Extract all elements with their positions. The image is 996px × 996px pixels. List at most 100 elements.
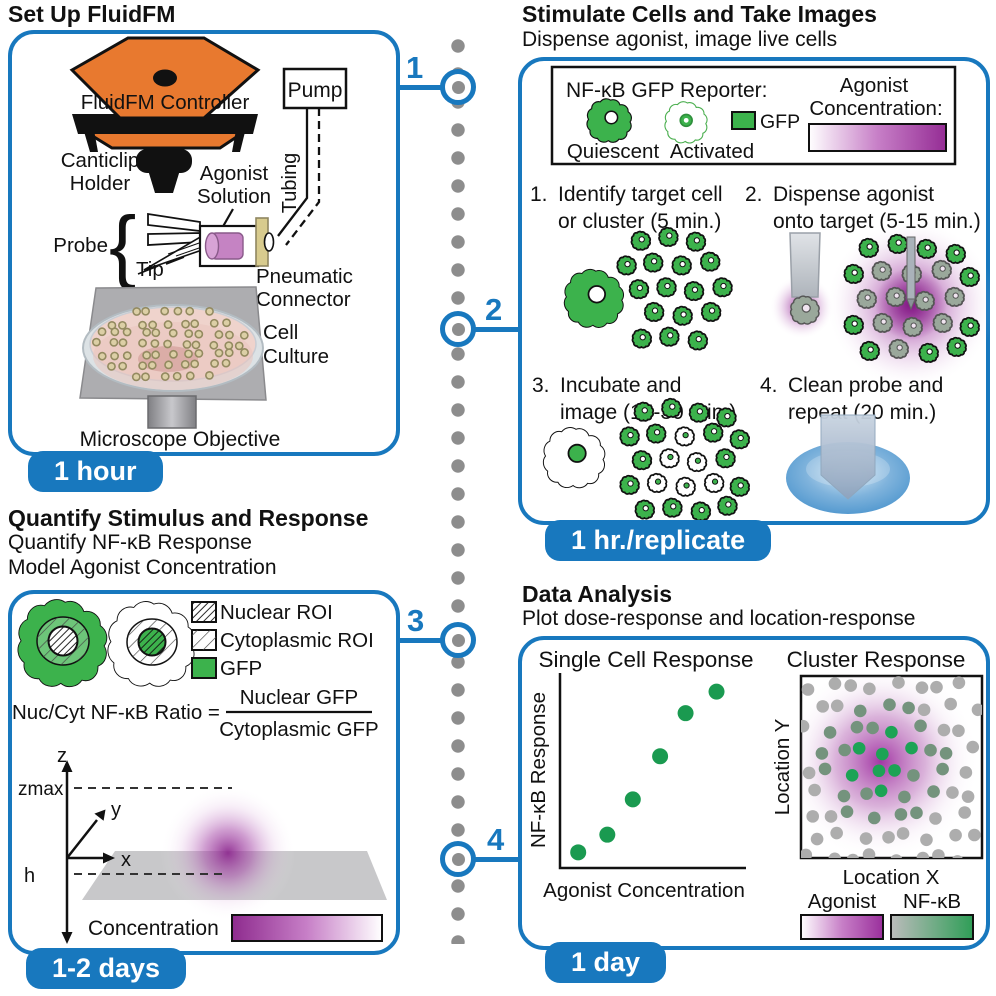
- cell-glyph: [644, 302, 665, 322]
- cell-glyph: [716, 407, 737, 428]
- x-axis-label: x: [121, 849, 131, 871]
- cell-glyph: [687, 330, 708, 351]
- probe-on-cell-icon: [789, 232, 821, 298]
- analysis-plots: Single Cell Response Cluster Response NF…: [527, 647, 984, 940]
- quantify-subtitle-1: Quantify NF-κB Response: [8, 531, 252, 554]
- agonist-conc-label-1: Agonist: [840, 74, 909, 97]
- agonist-solution-label-2: Solution: [197, 185, 271, 208]
- tubing-label: Tubing: [279, 153, 301, 213]
- cell-glyph: [715, 448, 736, 469]
- cell-glyph: [871, 261, 892, 281]
- cell-glyph: [856, 289, 877, 309]
- timeline-step-number-3: 3: [407, 603, 425, 638]
- controller-label: FluidFM Controller: [81, 91, 250, 114]
- pump-label: Pump: [288, 79, 343, 102]
- cell-glyph: [619, 426, 640, 447]
- cell-glyph: [885, 287, 906, 307]
- cell-glyph: [888, 339, 909, 359]
- timeline-connector-4: [474, 857, 520, 862]
- cell-glyph: [563, 268, 625, 329]
- cell-glyph: [659, 448, 680, 469]
- objective-label: Microscope Objective: [80, 428, 281, 451]
- nfkb-colorbar: [890, 914, 974, 940]
- agonist-colorbar: [800, 914, 884, 940]
- h-label: h: [24, 865, 35, 887]
- cell-glyph: [675, 476, 696, 497]
- cell-glyph: [661, 398, 682, 418]
- cell-glyph: [932, 313, 953, 333]
- dispense-needle-icon: [906, 236, 916, 300]
- cell-glyph: [916, 239, 937, 259]
- stimulate-title: Stimulate Cells and Take Images: [522, 1, 877, 27]
- scatter-ylabel: NF-κB Response: [527, 692, 550, 848]
- step1-text-1: Identify target cell: [558, 183, 723, 206]
- cell-glyph: [859, 341, 880, 361]
- cell-cluster-step3: [619, 398, 750, 522]
- activated-roi-cell-icon: [106, 599, 197, 689]
- cell-glyph: [631, 328, 652, 349]
- cell-glyph: [843, 264, 864, 284]
- cell-glyph: [918, 343, 939, 363]
- timeline-marker-2: [440, 311, 476, 347]
- cell-cluster-step2: [843, 234, 980, 363]
- cell-glyph: [690, 501, 711, 522]
- cell-glyph: [858, 238, 879, 258]
- cell-glyph: [872, 313, 893, 333]
- pneumatic-label-2: Connector: [256, 288, 351, 311]
- stimulate-subtitle: Dispense agonist, image live cells: [522, 28, 838, 51]
- coordinate-axes: [61, 760, 232, 944]
- single-cell-plot-title: Single Cell Response: [538, 647, 753, 672]
- step3-number: 3.: [532, 374, 550, 397]
- zmax-label: zmax: [18, 779, 64, 800]
- analysis-title: Data Analysis: [522, 581, 672, 607]
- quantify-duration-badge: 1-2 days: [26, 948, 187, 989]
- concentration-label: Concentration: [88, 917, 219, 940]
- timeline-step-number-4: 4: [487, 822, 505, 857]
- agonist-conc-label-2: Concentration:: [809, 97, 942, 120]
- cell-glyph: [902, 317, 923, 337]
- cell-cluster-step1: [616, 227, 733, 351]
- cell-culture-label-2: Culture: [263, 345, 329, 368]
- reporter-legend-title: NF-κB GFP Reporter:: [566, 79, 768, 102]
- canticlip-label-1: Canticlip: [61, 149, 140, 172]
- cell-glyph: [789, 295, 821, 325]
- cell-glyph: [643, 252, 664, 273]
- cell-glyph: [634, 499, 655, 520]
- step1-number: 1.: [530, 183, 548, 206]
- quiescent-cell-icon: [585, 97, 633, 144]
- timeline-step-number-2: 2: [485, 292, 503, 327]
- pump-box: [282, 67, 348, 110]
- concentration-plume: [160, 785, 296, 921]
- quiescent-label: Quiescent: [567, 140, 660, 163]
- probe-cleaning-icon: [786, 414, 910, 514]
- cell-glyph: [542, 426, 607, 490]
- cell-glyph: [683, 281, 705, 301]
- objective-icon: [147, 395, 197, 429]
- quiescent-roi-cell-icon: [16, 597, 109, 689]
- cell-glyph: [843, 315, 864, 335]
- quantify-title: Quantify Stimulus and Response: [8, 505, 369, 531]
- cell-glyph: [704, 473, 725, 493]
- cell-glyph: [887, 234, 908, 254]
- probe-brace: {: [109, 200, 136, 291]
- cell-glyph: [672, 305, 693, 326]
- cluster-cell-points: [801, 676, 982, 858]
- tip-label: Tip: [136, 258, 164, 281]
- timeline-marker-4: [440, 841, 476, 877]
- gfp-label-2: GFP: [220, 657, 262, 680]
- ratio-formula-lhs: Nuc/Cyt NF-κB Ratio =: [12, 701, 220, 724]
- cell-glyph: [585, 97, 633, 144]
- cell-glyph: [931, 260, 952, 280]
- timeline-connector-3: [397, 638, 442, 643]
- timeline-step-number-1: 1: [406, 50, 424, 85]
- cell-glyph: [959, 267, 980, 287]
- step2-text-1: Dispense agonist: [773, 183, 934, 206]
- setup-duration-badge: 1 hour: [28, 451, 163, 492]
- fluidfm-controller-icon: [69, 36, 261, 152]
- gfp-label: GFP: [760, 111, 800, 133]
- cell-glyph: [944, 287, 965, 307]
- cell-glyph: [662, 497, 683, 518]
- cell-glyph: [701, 302, 722, 322]
- cell-glyph: [717, 495, 738, 516]
